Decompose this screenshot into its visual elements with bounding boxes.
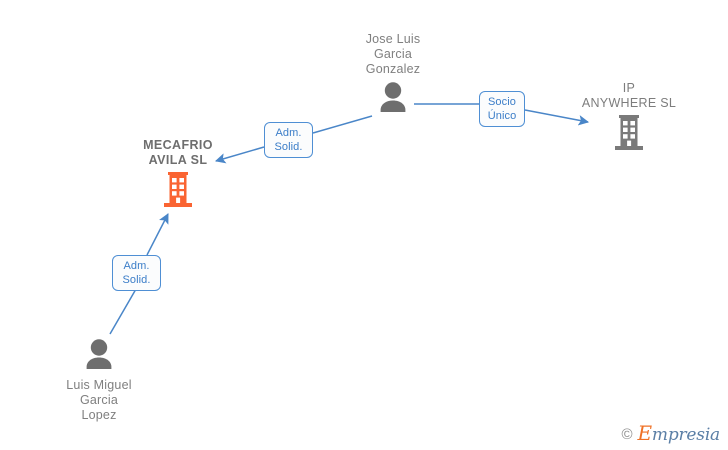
building-icon (612, 114, 646, 157)
empresia-wordmark: Empresia (638, 423, 721, 445)
empresia-wordmark-rest: mpresia (651, 425, 720, 445)
empresia-watermark: © Empresia (621, 423, 721, 445)
node-jose-luis-garcia-gonzalez[interactable]: Jose Luis Garcia Gonzalez (343, 32, 443, 117)
empresia-wordmark-initial: E (637, 421, 653, 445)
edge-label-adm-solid-jose-luis[interactable]: Adm. Solid. (264, 122, 313, 158)
node-label-mecafrio-avila-sl: MECAFRIO AVILA SL (143, 138, 213, 167)
node-luis-miguel-garcia-lopez[interactable]: Luis Miguel Garcia Lopez (49, 337, 149, 423)
node-mecafrio-avila-sl[interactable]: MECAFRIO AVILA SL (123, 138, 233, 214)
node-ip-anywhere-sl[interactable]: IP ANYWHERE SL (566, 81, 692, 157)
node-label-ip-anywhere-sl: IP ANYWHERE SL (581, 81, 677, 110)
copyright-icon: © (621, 426, 633, 443)
person-icon (376, 80, 410, 117)
building-icon (161, 171, 195, 214)
edge-label-adm-solid-luis-miguel[interactable]: Adm. Solid. (112, 255, 161, 291)
person-icon (82, 337, 116, 374)
edge-label-socio-unico[interactable]: Socio Único (479, 91, 525, 127)
node-label-luis-miguel-garcia-lopez: Luis Miguel Garcia Lopez (66, 378, 132, 422)
node-label-jose-luis-garcia-gonzalez: Jose Luis Garcia Gonzalez (365, 32, 421, 76)
